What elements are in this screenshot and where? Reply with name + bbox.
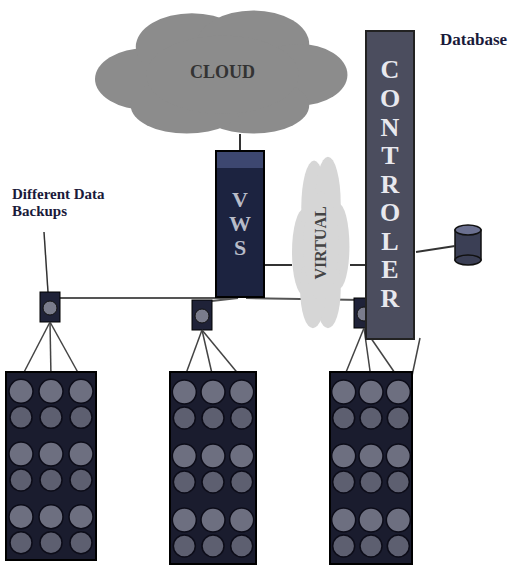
text-label: Database: [440, 30, 515, 50]
server-bar: CONTROLER: [365, 30, 415, 340]
connector: [265, 264, 292, 266]
cloud-node: CLOUD: [95, 2, 350, 142]
node-text: VIRTUAL: [312, 206, 330, 279]
server-racks: [6, 292, 412, 564]
leader-line: [44, 232, 48, 292]
connector: [239, 134, 241, 150]
node-text: CLOUD: [190, 62, 255, 83]
connector: [350, 264, 365, 266]
database-cylinder: [455, 225, 481, 265]
cloud-node: VIRTUAL: [292, 145, 350, 340]
database-wire: [416, 246, 455, 252]
text-label: Different Data Backups: [12, 186, 120, 221]
node-text: VWS: [229, 188, 251, 261]
node-text: CONTROLER: [377, 56, 403, 313]
server-bar: VWS: [215, 150, 265, 298]
